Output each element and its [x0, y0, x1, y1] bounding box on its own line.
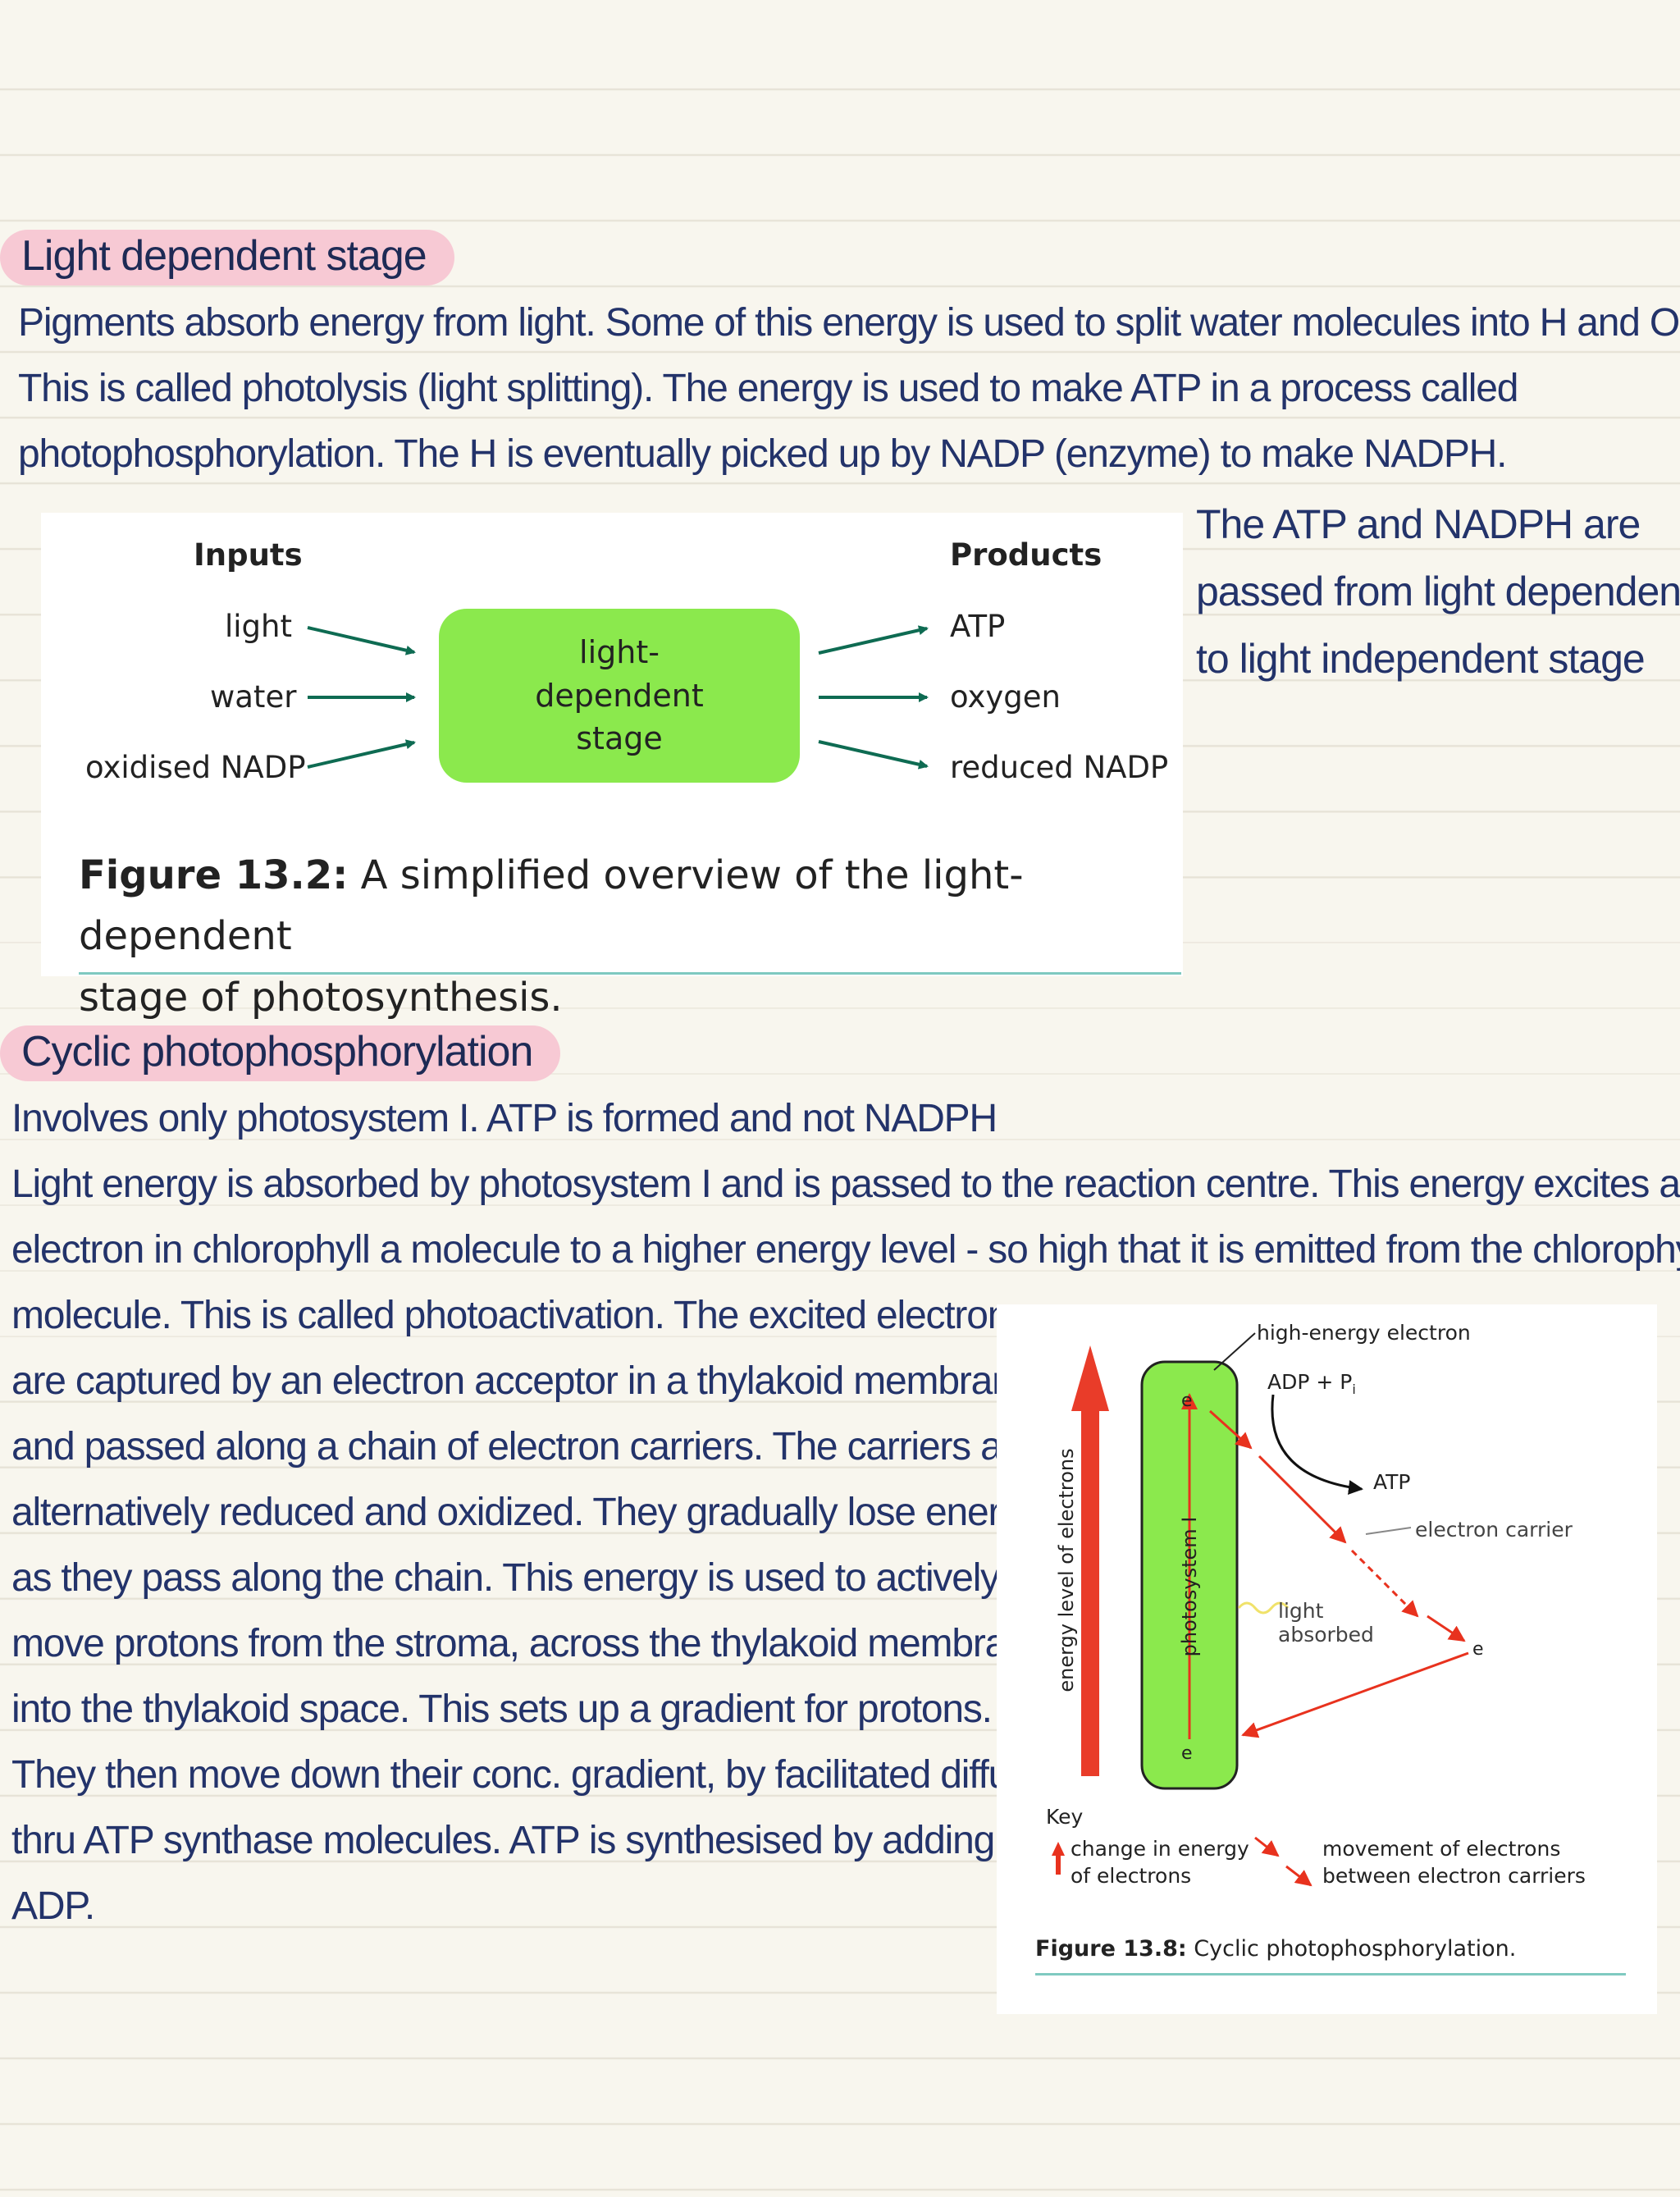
paragraph-line: photophosphorylation. The H is eventuall…: [18, 432, 1507, 476]
arrow-atp-out: [818, 625, 929, 655]
arrow-nadp-in: [307, 739, 416, 769]
input-light: light: [225, 609, 293, 644]
key-move-line1: movement of electrons: [1322, 1837, 1561, 1861]
electron-top-label: e: [1181, 1391, 1193, 1411]
paragraph-line: into the thylakoid space. This sets up a…: [11, 1688, 993, 1731]
key-change-line1: change in energy: [1071, 1837, 1249, 1861]
electron-bottom-label: e: [1181, 1743, 1193, 1764]
electron-return-path: [1241, 1651, 1469, 1738]
caption-figure-number: Figure 13.8:: [1035, 1936, 1187, 1962]
product-atp: ATP: [950, 609, 1006, 644]
section-heading-light-dependent: Light dependent stage: [0, 230, 454, 285]
paragraph-line: Light energy is absorbed by photosystem …: [11, 1162, 1680, 1206]
paragraph-line: thru ATP synthase molecules. ATP is synt…: [11, 1819, 1058, 1862]
key-title: Key: [1046, 1805, 1084, 1829]
paragraph-line: They then move down their conc. gradient…: [11, 1753, 1079, 1797]
section-heading-cyclic: Cyclic photophosphorylation: [0, 1025, 561, 1081]
paragraph-line: move protons from the stroma, across the…: [11, 1622, 1058, 1665]
paragraph-line: and passed along a chain of electron car…: [11, 1425, 1035, 1468]
inputs-header: Inputs: [194, 537, 303, 573]
paragraph-line: are captured by an electron acceptor in …: [11, 1359, 1034, 1403]
side-note: The ATP and NADPH are passed from light …: [1196, 491, 1680, 692]
y-axis-label: energy level of electrons: [1055, 1448, 1078, 1692]
adp-text: ADP + P: [1267, 1370, 1353, 1394]
products-header: Products: [950, 537, 1102, 573]
caption-text-line2: stage of photosynthesis.: [79, 974, 563, 1021]
energy-level-arrow: [1071, 1345, 1109, 1776]
paragraph-line: Pigments absorb energy from light. Some …: [18, 301, 1680, 345]
electron-path: [1350, 1549, 1419, 1618]
electron-path: [1258, 1455, 1347, 1544]
light-squiggle: [1237, 1601, 1290, 1615]
caption-figure-number: Figure 13.2:: [79, 852, 349, 898]
product-reduced-nadp: reduced NADP: [950, 750, 1169, 785]
high-energy-label: high-energy electron: [1257, 1321, 1471, 1345]
electron-path: [1208, 1409, 1253, 1450]
key-change-label: change in energy of electrons: [1071, 1836, 1249, 1889]
figure-13-8-panel: [997, 1304, 1657, 2014]
input-water: water: [210, 679, 297, 715]
adp-label: ADP + Pi: [1267, 1370, 1356, 1397]
side-note-line: The ATP and NADPH are: [1196, 501, 1641, 547]
key-movement-arrow: [1285, 1865, 1312, 1887]
figure-13-8-caption: Figure 13.8: Cyclic photophosphorylation…: [1035, 1936, 1516, 1962]
carrier-pointer: [1365, 1527, 1412, 1535]
photosystem-label: photosystem I: [1178, 1516, 1201, 1657]
light-absorbed-label: light absorbed: [1278, 1599, 1374, 1647]
paragraph-line: as they pass along the chain. This energ…: [11, 1556, 1000, 1600]
paragraph-line: electron in chlorophyll a molecule to a …: [11, 1228, 1680, 1272]
side-note-line: passed from light dependent: [1196, 569, 1680, 614]
adp-subscript: i: [1352, 1382, 1356, 1397]
caption-text: Cyclic photophosphorylation.: [1194, 1936, 1517, 1962]
key-energy-arrow: [1052, 1842, 1065, 1875]
paragraph-line: ADP.: [11, 1884, 95, 1928]
paragraph-line: alternatively reduced and oxidized. They…: [11, 1491, 1041, 1534]
caption-text: A simplified overview of the light-depen…: [79, 852, 1024, 960]
product-oxygen: oxygen: [950, 679, 1061, 715]
adp-to-atp-curve: [1271, 1394, 1363, 1495]
electron-path: [1427, 1615, 1466, 1642]
stage-label: light-dependent stage: [535, 634, 704, 757]
paragraph-line: This is called photolysis (light splitti…: [18, 367, 1518, 410]
key-movement-arrow: [1254, 1836, 1280, 1857]
paragraph-line: Involves only photosystem I. ATP is form…: [11, 1097, 998, 1140]
atp-label: ATP: [1373, 1470, 1411, 1494]
input-oxidised-nadp: oxidised NADP: [85, 750, 306, 785]
light-dependent-stage-box: light-dependent stage: [439, 609, 800, 783]
figure-13-2-caption: Figure 13.2: A simplified overview of th…: [79, 845, 1170, 1028]
key-change-line2: of electrons: [1071, 1863, 1192, 1888]
light-absorbed-line2: absorbed: [1278, 1622, 1374, 1647]
electron-carrier-label: electron carrier: [1415, 1518, 1573, 1542]
side-note-line: to light independent stage: [1196, 636, 1646, 682]
key-move-line2: between electron carriers: [1322, 1863, 1586, 1888]
arrow-nadp-out: [818, 740, 929, 770]
light-absorbed-line1: light: [1278, 1599, 1324, 1623]
caption-rule: [1035, 1973, 1626, 1975]
electron-right-label: e: [1472, 1639, 1484, 1660]
paragraph-line: molecule. This is called photoactivation…: [11, 1294, 1028, 1337]
arrow-light-in: [307, 626, 416, 655]
key-movement-label: movement of electrons between electron c…: [1322, 1836, 1586, 1889]
caption-rule: [79, 972, 1181, 975]
high-energy-pointer: [1213, 1332, 1256, 1371]
